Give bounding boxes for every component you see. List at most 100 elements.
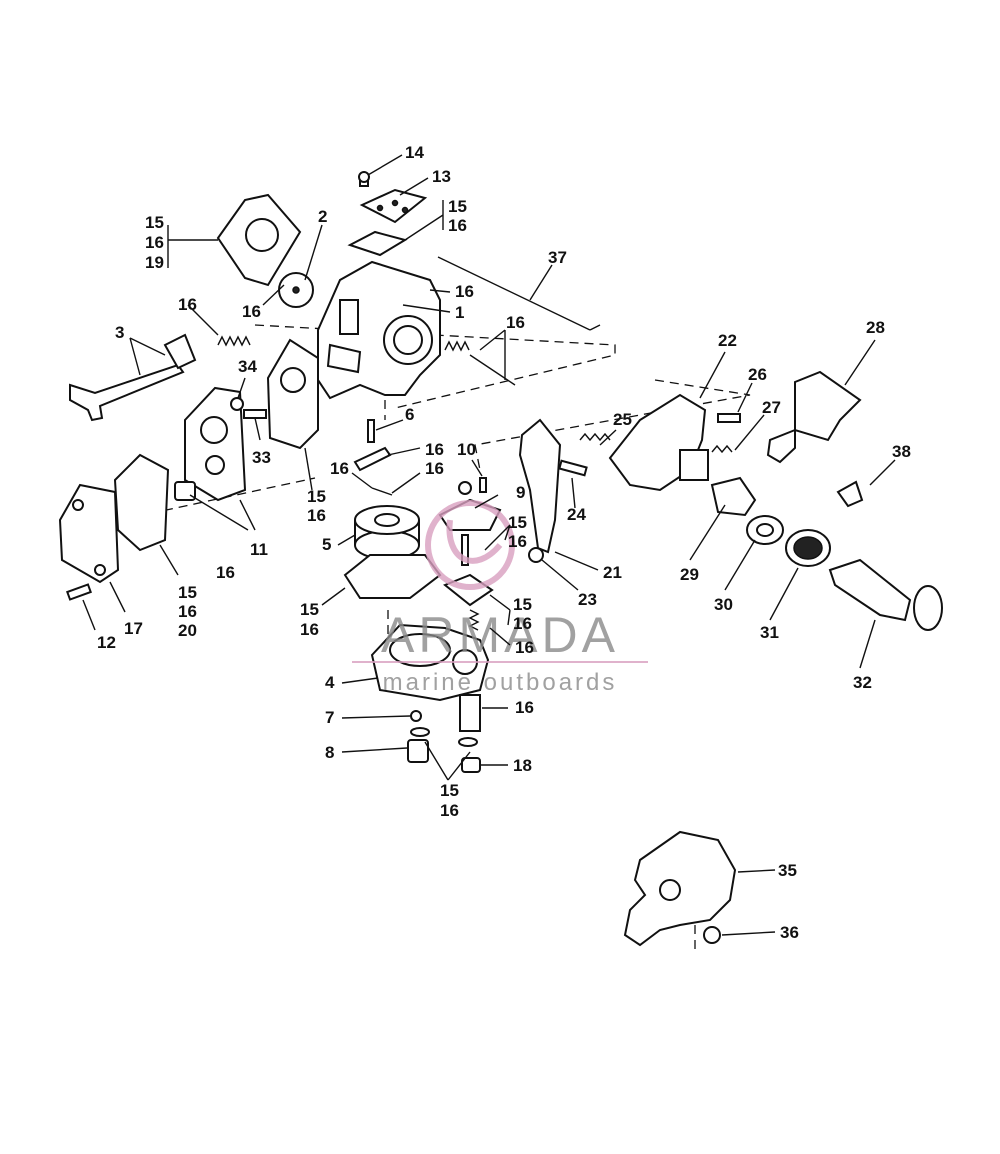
callout-16-c: 16	[178, 295, 197, 314]
callout-18: 18	[513, 756, 532, 775]
svg-text:15: 15	[448, 197, 467, 216]
part-handle-28	[766, 370, 862, 464]
callout-12: 12	[97, 633, 116, 652]
callout-16-h: 16	[216, 563, 235, 582]
callout-38: 38	[892, 442, 911, 461]
callout-36: 36	[780, 923, 799, 942]
callout-stack-15-16-bowl-gasket: 15 16	[300, 600, 319, 639]
part-plug-18	[458, 737, 481, 773]
watermark: ARMADA marine outboards	[352, 500, 648, 696]
part-spring-25	[579, 432, 611, 442]
callout-37: 37	[548, 248, 567, 267]
part-washer-23	[528, 547, 544, 563]
callout-2: 2	[318, 207, 327, 226]
callout-16-d: 16	[242, 302, 261, 321]
part-check-valve-16	[174, 481, 196, 501]
callout-3: 3	[115, 323, 124, 342]
part-bowl-gasket	[343, 554, 442, 599]
callout-1: 1	[455, 303, 464, 322]
callout-stack-15-16-19: 15 16 19	[145, 213, 164, 272]
svg-text:15: 15	[440, 781, 459, 800]
callout-stack-15-16-20: 15 16 20	[178, 583, 197, 640]
svg-text:15: 15	[307, 487, 326, 506]
svg-text:15: 15	[513, 595, 532, 614]
svg-text:20: 20	[178, 621, 197, 640]
svg-text:16: 16	[178, 602, 197, 621]
svg-text:16: 16	[440, 801, 459, 820]
part-gasket-15-16-19	[216, 193, 302, 287]
part-spring-16-left	[217, 335, 251, 347]
watermark-brand: ARMADA	[381, 607, 619, 663]
part-gasket-upper	[347, 230, 408, 257]
callout-11: 11	[250, 540, 268, 559]
svg-text:16: 16	[307, 506, 326, 525]
callout-stack-15-16-top: 15 16	[448, 197, 467, 235]
part-knob-32	[828, 558, 943, 631]
callout-31: 31	[760, 623, 779, 642]
callout-16-b: 16	[506, 313, 525, 332]
svg-text:16: 16	[300, 620, 319, 639]
callout-labels: 14 13 2 37 16 1 16 16 16 3 34 33 6 16 16…	[0, 0, 911, 942]
callout-13: 13	[432, 167, 451, 186]
callout-6: 6	[405, 405, 414, 424]
part-float-5	[354, 505, 420, 560]
part-spring-27	[711, 444, 733, 454]
svg-text:16: 16	[448, 216, 467, 235]
part-fuel-pump-body-11	[184, 386, 247, 502]
callout-21: 21	[603, 563, 622, 582]
callout-23: 23	[578, 590, 597, 609]
part-cover-plate-13	[359, 188, 428, 224]
callout-16-f: 16	[330, 459, 349, 478]
part-housing-35	[623, 830, 737, 947]
callout-32: 32	[853, 673, 872, 692]
part-spring-washer-31	[785, 529, 831, 567]
callout-24: 24	[567, 505, 586, 524]
svg-text:16: 16	[513, 614, 532, 633]
leader-lines	[82, 154, 896, 936]
part-pump-gasket-15-16-20	[113, 453, 170, 552]
callout-5: 5	[322, 535, 331, 554]
callout-4: 4	[325, 673, 335, 692]
watermark-logo	[425, 500, 515, 590]
part-screw-10	[479, 477, 487, 493]
callout-stack-15-16-gasket: 15 16	[307, 487, 326, 525]
svg-text:15: 15	[300, 600, 319, 619]
svg-text:15: 15	[178, 583, 197, 602]
part-jet-7	[410, 710, 422, 722]
part-needle-16	[353, 446, 393, 496]
callout-17: 17	[124, 619, 143, 638]
callout-stack-15-16-drain: 15 16	[440, 781, 459, 820]
part-screw-14	[358, 171, 370, 187]
part-plug-36	[703, 926, 721, 944]
part-bracket-22	[608, 393, 709, 492]
part-diaphragm-2	[278, 272, 314, 308]
callout-29: 29	[680, 565, 699, 584]
part-choke-lever-21	[518, 418, 562, 554]
svg-text:16: 16	[145, 233, 164, 252]
callout-16-i: 16	[515, 638, 534, 657]
callout-35: 35	[778, 861, 797, 880]
part-nut-34	[230, 397, 244, 411]
callout-22: 22	[718, 331, 737, 350]
callout-10: 10	[457, 440, 476, 459]
svg-text:15: 15	[145, 213, 164, 232]
callout-26: 26	[748, 365, 767, 384]
part-screw-24	[558, 459, 588, 477]
svg-text:19: 19	[145, 253, 164, 272]
part-throttle-lever-3	[69, 333, 197, 422]
callout-stack-15-16-diaphragm: 15 16	[513, 595, 532, 633]
part-clip-38	[836, 480, 864, 508]
svg-text:16: 16	[0, 0, 19, 4]
part-pin-6	[367, 419, 375, 443]
callout-16-e: 16	[425, 440, 444, 459]
callout-30: 30	[714, 595, 733, 614]
part-drain-8	[407, 727, 430, 763]
callout-25: 25	[613, 410, 632, 429]
callout-28: 28	[866, 318, 885, 337]
callout-16-j: 16	[515, 698, 534, 717]
part-screw-12	[66, 583, 92, 601]
part-screw-33	[243, 409, 267, 419]
callout-14: 14	[405, 143, 424, 162]
part-carburetor-body	[317, 260, 441, 400]
